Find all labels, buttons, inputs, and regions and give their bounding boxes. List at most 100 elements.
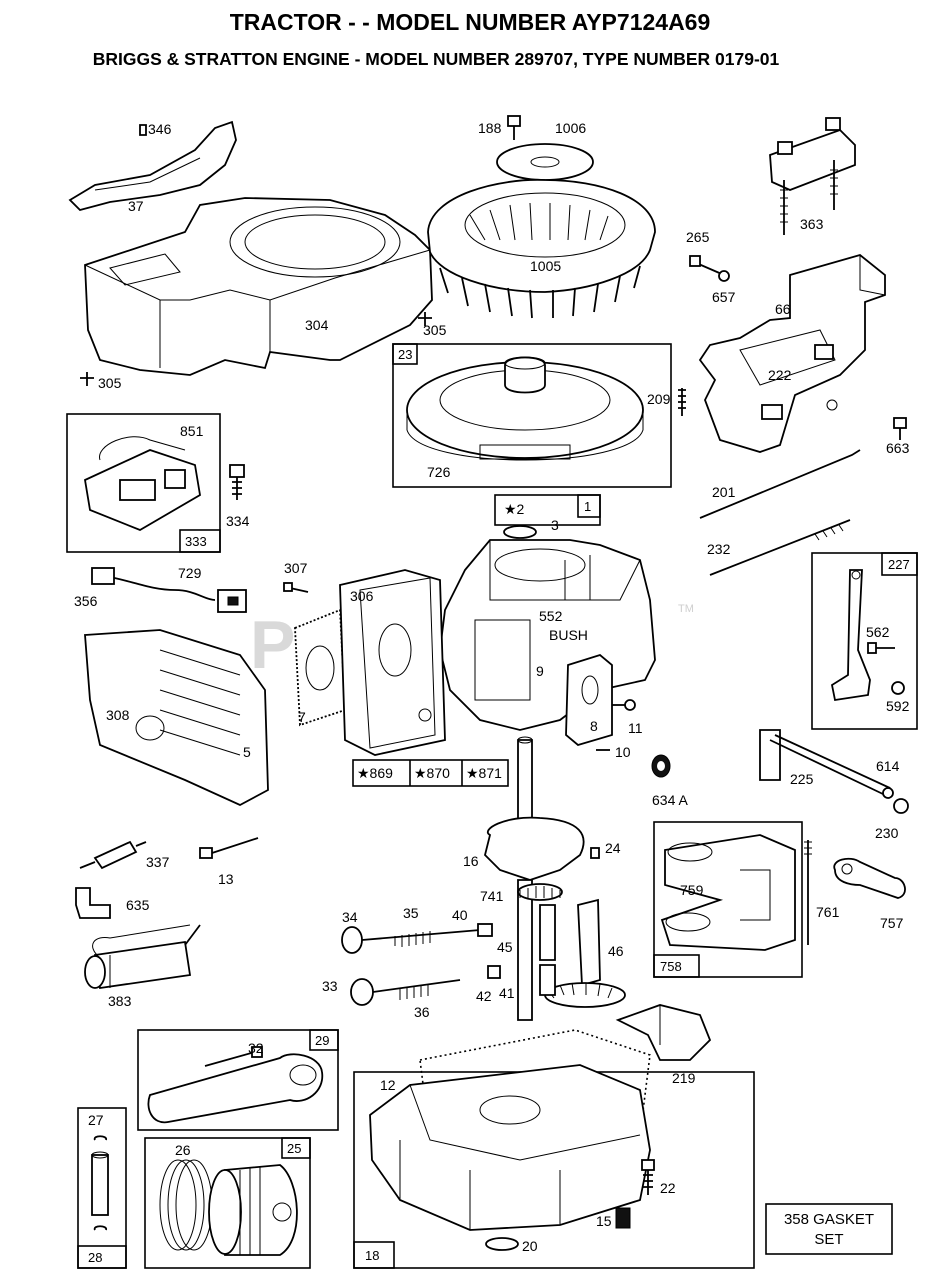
frame-227-tag (881, 552, 918, 576)
part-741-gear (517, 883, 563, 901)
part-225-governor-shaft (759, 729, 894, 799)
callout-663-lower: 663 (886, 440, 910, 456)
callout-356: 356 (74, 593, 98, 609)
callout-29: 29 (315, 1033, 329, 1048)
frame-18-tag (353, 1241, 395, 1269)
part-201-link (699, 449, 861, 519)
frame-23-flywheel (392, 343, 672, 488)
frame-29-connecting-rod (137, 1029, 339, 1131)
part-265-657-bolt (689, 255, 730, 282)
callout-24: 24 (605, 840, 621, 856)
callout-337: 337 (146, 854, 170, 870)
part-308-cylinder-head (84, 629, 269, 807)
callout-3: 3 (551, 517, 559, 533)
callout-761: 761 (816, 904, 840, 920)
part-307-screw (283, 582, 309, 593)
callout-232: 232 (707, 541, 731, 557)
callout-635: 635 (126, 897, 150, 913)
callout-1: 1 (584, 499, 591, 514)
callout-9: 9 (536, 663, 544, 679)
part-761-pin (804, 840, 812, 945)
callout-209: 209 (647, 391, 671, 407)
part-726-flywheel (406, 356, 644, 461)
part-45-tappets (539, 904, 556, 996)
part-15-plug (615, 1207, 631, 1229)
frame-333-tag (179, 529, 221, 553)
part-24-key (590, 847, 600, 859)
frame-25-piston (144, 1137, 311, 1269)
diagram-subtitle: BRIGGS & STRATTON ENGINE - MODEL NUMBER … (93, 49, 780, 69)
part-46-camshaft (544, 898, 626, 1008)
callout-222: 222 (768, 367, 792, 383)
callout-11: 11 (628, 720, 643, 736)
callout-383: 383 (108, 993, 132, 1009)
part-16-crankshaft (484, 736, 585, 1021)
part-337-switch (79, 840, 147, 870)
callout-614: 614 (876, 758, 900, 774)
callout-26: 26 (175, 1142, 191, 1158)
part-27-28-wrist-pin (91, 1135, 109, 1231)
callout-32: 32 (248, 1040, 264, 1056)
part-363-bracket (769, 117, 856, 235)
callout-741: 741 (480, 888, 504, 904)
part-306-head-gasket (294, 608, 346, 727)
callout-7: 7 (298, 709, 306, 725)
callout-45: 45 (497, 939, 513, 955)
part-219-bracket (615, 1004, 712, 1061)
part-757-link (833, 857, 906, 899)
callout-16: 16 (463, 853, 479, 869)
part-232-spring (709, 519, 851, 576)
watermark-trademark: TM (678, 603, 694, 615)
callout-13: 13 (218, 871, 234, 887)
part-3-seal (503, 525, 537, 539)
callout-10: 10 (615, 744, 631, 760)
callout-201: 201 (712, 484, 736, 500)
frame-227-governor (811, 552, 918, 730)
callout-306: 306 (350, 588, 374, 604)
part-729-356-spark-plug-wire (91, 567, 247, 613)
callout-33: 33 (322, 978, 338, 994)
part-304-blower-housing (84, 197, 433, 376)
callout-870: ★870 (414, 765, 450, 781)
callout-227: 227 (888, 557, 910, 572)
callout-363: 363 (800, 216, 824, 232)
callout-759: 759 (680, 882, 704, 898)
part-8-breather (565, 653, 636, 746)
callout-18: 18 (365, 1248, 379, 1263)
frame-23-tag (392, 343, 418, 365)
callout-230: 230 (875, 825, 899, 841)
callout-346: 346 (148, 121, 172, 137)
callout-758: 758 (660, 959, 682, 974)
frame-758-tag (653, 954, 700, 978)
callout-657: 657 (712, 289, 736, 305)
callout-12: 12 (380, 1077, 396, 1093)
callout-562: 562 (866, 624, 890, 640)
diagram-title: TRACTOR - - MODEL NUMBER AYP7124A69 (230, 9, 711, 35)
callout-8: 8 (590, 718, 598, 734)
callout-37: 37 (128, 198, 144, 214)
callout-42: 42 (476, 988, 492, 1004)
callout-15: 15 (596, 1213, 612, 1229)
callout-552: 552 (539, 608, 563, 624)
part-22-screw (641, 1159, 655, 1195)
part-209-spring (678, 388, 686, 416)
callout-40: 40 (452, 907, 468, 923)
part-383-muffler (84, 924, 201, 990)
callout-851: 851 (180, 423, 204, 439)
callout-871: ★871 (466, 765, 502, 781)
callout-22: 22 (660, 1180, 676, 1196)
callout-1006: 1006 (555, 120, 586, 136)
callout-333: 333 (185, 534, 207, 549)
part-222-control-bracket (698, 254, 886, 453)
part-635-fitting (75, 887, 111, 919)
part-1005-fan (427, 178, 656, 319)
gasket-set-label-line1: 358 GASKET (784, 1211, 874, 1228)
callout-265: 265 (686, 229, 710, 245)
part-1006-rotating-screen (496, 143, 594, 181)
part-33-36-exhaust-valve (350, 965, 501, 1006)
callout-869: ★869 (357, 765, 393, 781)
gasket-set-label-line2: SET (814, 1231, 843, 1248)
part-32-bolt (204, 1046, 263, 1067)
part-334-screw (229, 464, 245, 500)
